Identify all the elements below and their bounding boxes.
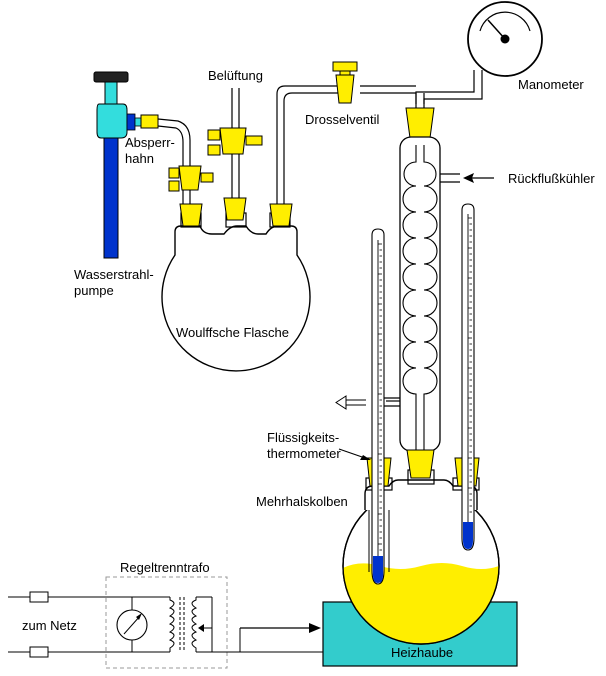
label-thermometer-1: Flüssigkeits- (267, 430, 339, 445)
rueckflusskuehler (382, 93, 460, 452)
label-rueckflusskuehler: Rückflußkühler (508, 171, 595, 186)
absperrhahn-line (157, 118, 214, 204)
label-absperrhahn-1: Absperr- (125, 135, 175, 150)
label-belueftung: Belüftung (208, 68, 263, 83)
label-heizhaube: Heizhaube (391, 645, 453, 660)
wasserstrahlpumpe (93, 71, 159, 259)
label-wasserstrahlpumpe-1: Wasserstrahl- (74, 267, 154, 282)
regeltrenntrafo (8, 576, 323, 669)
connecting-tube (276, 85, 416, 206)
woulff-flask (161, 197, 311, 372)
drosselventil (332, 61, 358, 104)
belueftung-tube (207, 88, 263, 198)
label-regeltrenntrafo: Regeltrenntrafo (120, 560, 210, 575)
label-absperrhahn-2: hahn (125, 151, 154, 166)
label-mehrhalskolben: Mehrhalskolben (256, 494, 348, 509)
manometer (415, 1, 543, 104)
label-wasserstrahlpumpe-2: pumpe (74, 283, 114, 298)
label-manometer: Manometer (518, 77, 584, 92)
label-woulff-flask: Woulffsche Flasche (176, 325, 289, 340)
liquid-thermometer-right (461, 203, 475, 551)
label-thermometer-2: thermometer (267, 446, 341, 461)
arrows (240, 173, 494, 633)
label-zum-netz: zum Netz (22, 618, 77, 633)
label-drosselventil: Drosselventil (305, 112, 380, 127)
liquid-thermometer-left (371, 228, 385, 585)
